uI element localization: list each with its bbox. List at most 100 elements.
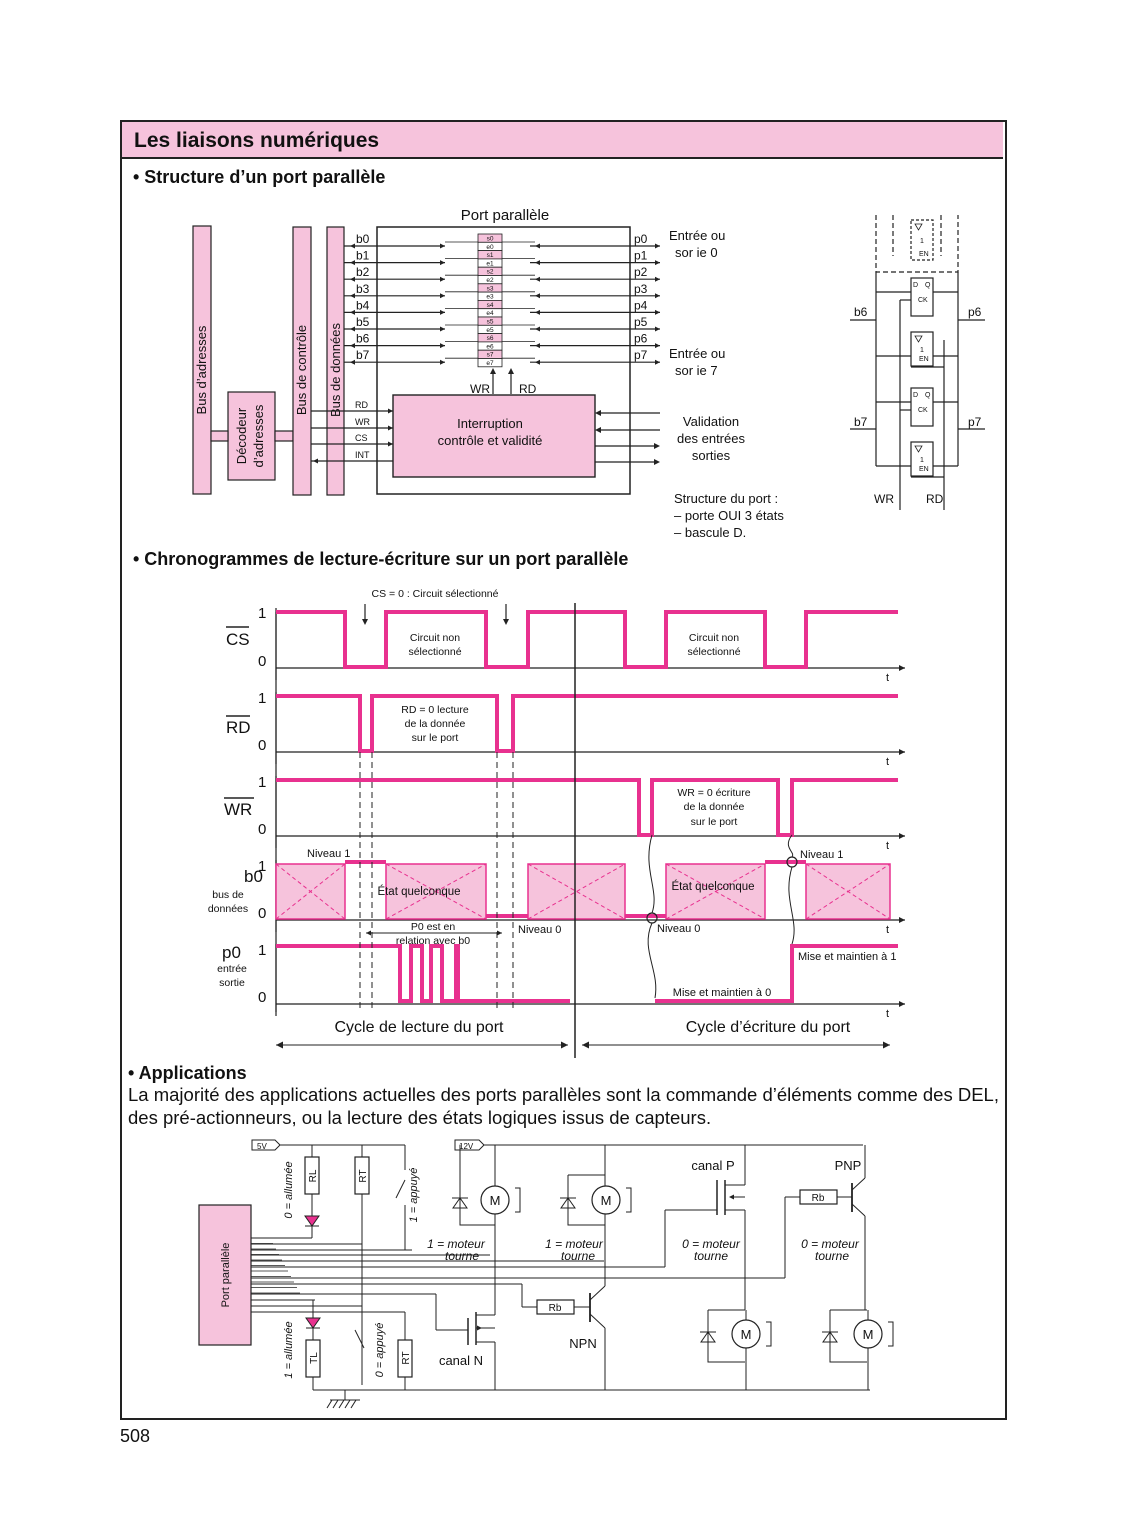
mini-rd-label: RD	[926, 492, 944, 506]
wr-note-1: WR = 0 écriture	[677, 787, 750, 799]
motor2-bracket	[626, 1187, 632, 1213]
validation-in-2-head	[595, 427, 601, 433]
mini-ck-b7: CK	[918, 407, 928, 414]
pnp-caption-1: 0 = moteur	[801, 1237, 860, 1251]
bus-controle	[292, 226, 312, 496]
npn-rb-label: Rb	[549, 1303, 562, 1314]
canalp-arrow	[729, 1194, 734, 1200]
b0-sub-2: données	[208, 903, 248, 915]
cs-axis-arrow	[899, 665, 905, 671]
mini-en-top: EN	[919, 251, 929, 258]
b0-name: b0	[244, 867, 263, 886]
rt-top-label: RT	[358, 1169, 369, 1182]
p0-relation-span-right	[497, 930, 502, 936]
decodeur-label-2: d’adresses	[251, 404, 266, 467]
cycle-ecriture-label: Cycle d’écriture du port	[686, 1019, 851, 1036]
b0-sub-1: bus de	[212, 889, 244, 901]
bit-out-label-p7: p7	[634, 348, 648, 362]
port-cell-label-e1: e1	[486, 260, 494, 267]
cs-waveform	[276, 610, 898, 669]
entree0-line2: sor ie 0	[675, 245, 718, 260]
structure-note-1: Structure du port :	[674, 491, 778, 506]
data-arrow-left-p0	[535, 243, 540, 249]
port-cell-label-e0: e0	[486, 244, 494, 251]
b0-axis-arrow	[899, 917, 905, 923]
data-arrow-right-p2	[655, 276, 660, 282]
time-label-4: t	[886, 1008, 889, 1020]
bus-adresses	[192, 225, 212, 495]
pnp-caption-2: tourne	[815, 1249, 849, 1263]
motor2-label: M	[601, 1193, 612, 1208]
p0-waveform-read	[276, 944, 570, 1003]
mini-p7-label: p7	[968, 415, 982, 429]
data-arrow-in-b4	[440, 309, 445, 315]
led-bottom-caption: 1 = allumée	[283, 1321, 295, 1378]
motor4-label: M	[863, 1327, 874, 1342]
led-bottom-icon	[305, 1317, 321, 1329]
cycle-lecture-left	[276, 1041, 283, 1049]
port-cell-label-s7: s7	[487, 352, 494, 359]
port-cell-e7	[477, 358, 503, 368]
data-arrow-in-b6	[440, 343, 445, 349]
port-cell-label-e4: e4	[486, 310, 494, 317]
title-band	[122, 122, 1003, 159]
ctrl-label-INT: INT	[355, 450, 370, 460]
write-curve-1	[648, 834, 655, 914]
canalp-caption-1: 0 = moteur	[682, 1237, 741, 1251]
port-cell-label-s1: s1	[487, 252, 494, 259]
ground-hatch-4	[350, 1399, 357, 1409]
wr-note-2: de la donnée	[684, 801, 745, 813]
motor4-diode-tri	[822, 1331, 838, 1343]
bit-out-label-p3: p3	[634, 282, 648, 296]
port-cell-label-e7: e7	[486, 360, 494, 367]
rt-bottom-label: RT	[401, 1351, 412, 1364]
motor4-diode-frame	[829, 1310, 867, 1363]
bit-in-label-b6: b6	[356, 332, 370, 346]
mini-one-top: 1	[920, 238, 924, 245]
wr-arrow	[490, 368, 496, 374]
wr-label: WR	[470, 382, 490, 396]
canaln-label: canal N	[439, 1353, 483, 1368]
content-frame	[120, 120, 1007, 1420]
entree7-line2: sor ie 7	[675, 363, 718, 378]
mini-q-b7: Q	[925, 392, 931, 399]
mini-buffer-tri-b7	[914, 445, 923, 453]
time-label-1: t	[886, 756, 889, 768]
wr-level0: 0	[258, 821, 266, 838]
structure-note-3: – bascule D.	[674, 525, 746, 540]
port-cell-label-e6: e6	[486, 343, 494, 350]
pnp-label: PNP	[835, 1158, 862, 1173]
port-cell-label-s2: s2	[487, 269, 494, 276]
data-arrow-left-p2	[535, 276, 540, 282]
data-arrow-right-p5	[655, 326, 660, 332]
port-cell-label-s6: s6	[487, 335, 494, 342]
ctrl-arrow-2	[388, 441, 393, 447]
mini-buffer-b6	[910, 331, 934, 367]
interruption-label-2: contrôle et validité	[438, 433, 543, 448]
cycle-lecture-label: Cycle de lecture du port	[335, 1019, 505, 1036]
rd-level0: 0	[258, 737, 266, 754]
bit-in-label-b5: b5	[356, 315, 370, 329]
switch-bottom-caption: 0 = appuyé	[374, 1323, 386, 1378]
mini-one-b6: 1	[920, 347, 924, 354]
decodeur-box	[227, 391, 276, 481]
pnp-rb-label: Rb	[812, 1193, 825, 1204]
p0-relation-2: relation avec b0	[396, 935, 470, 947]
p0-relation-1: P0 est en	[411, 921, 456, 933]
port-cell-label-e3: e3	[486, 294, 494, 301]
motor1-caption-2: tourne	[445, 1249, 479, 1263]
data-arrow-right-p1	[655, 260, 660, 266]
p0-sub-2: sortie	[219, 977, 245, 989]
ctrl-arrow-0	[388, 408, 393, 414]
port-cell-label-e2: e2	[486, 277, 494, 284]
niveau1-read: Niveau 1	[307, 848, 350, 860]
time-label-2: t	[886, 840, 889, 852]
mini-d-b7: D	[913, 392, 918, 399]
bit-out-label-p4: p4	[634, 298, 648, 312]
write-curve-3	[787, 834, 794, 858]
rd-arrow	[508, 368, 514, 374]
interruption-label-1: Interruption	[457, 416, 523, 431]
bit-in-label-b2: b2	[356, 265, 370, 279]
